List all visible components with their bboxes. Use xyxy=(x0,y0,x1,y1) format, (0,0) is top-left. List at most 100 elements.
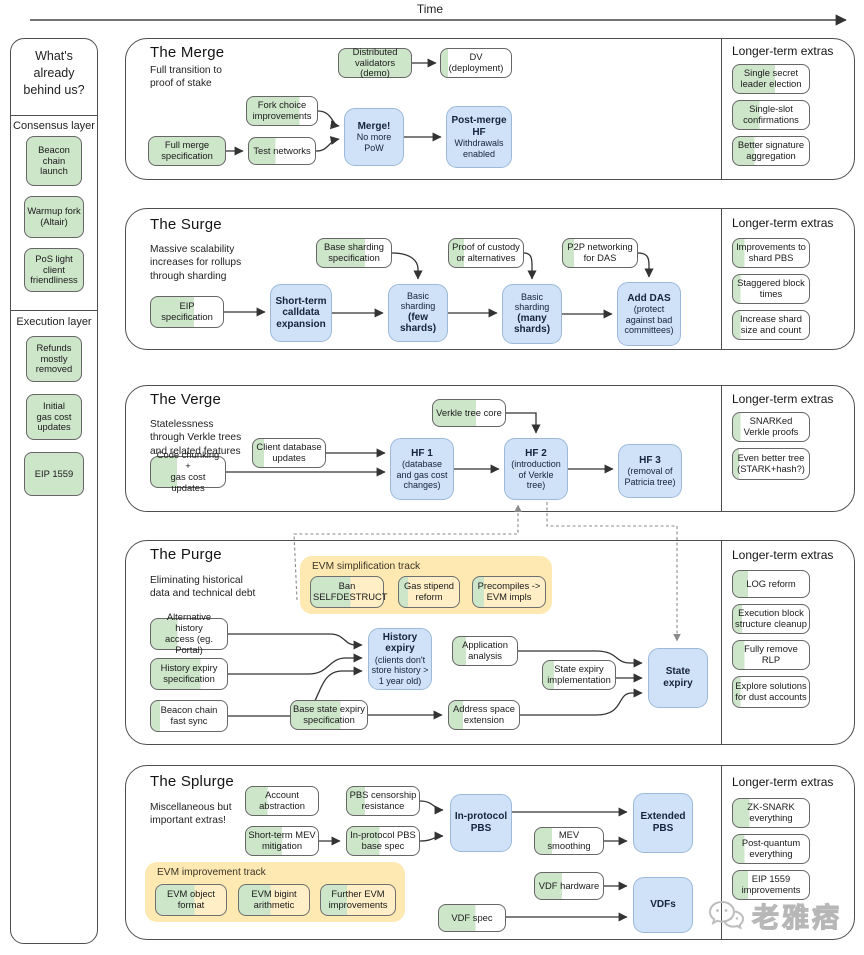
node-line: Better signature xyxy=(737,139,805,151)
node-line: State expiry xyxy=(663,666,693,689)
node-line: Post-quantum xyxy=(741,837,801,849)
node-line: implementation xyxy=(547,674,611,685)
watermark-text: 老雅痞 xyxy=(751,902,842,933)
wechat-icon xyxy=(708,900,745,930)
node-line: (Altair) xyxy=(40,216,68,227)
extras-title-purge: Longer-term extras xyxy=(732,548,834,562)
node-line: improvements xyxy=(252,110,312,121)
node-line: Address space xyxy=(452,703,515,715)
node-line: Application xyxy=(462,639,508,651)
node-line: Distributed xyxy=(352,45,398,57)
node-line: Account xyxy=(265,789,299,801)
node-line: of Verkle xyxy=(518,469,554,480)
node-line: (protect xyxy=(633,304,665,315)
node-state-expiry: State expiry xyxy=(648,648,708,708)
node-line: format xyxy=(177,899,205,910)
extras-divider xyxy=(721,39,723,179)
node-dv-deployment: DV(deployment) xyxy=(440,48,512,78)
node-line: sharding xyxy=(514,302,550,313)
node-line: RLP xyxy=(761,654,781,665)
node-line: SELFDESTRUCT xyxy=(313,591,388,602)
node-line: Single-slot xyxy=(749,103,793,115)
node-line: PBS xyxy=(652,823,674,834)
sidebar-title: What's already behind us? xyxy=(23,49,85,97)
row-title-splurge: The Splurge xyxy=(150,773,234,790)
watermark: 老雅痞 xyxy=(706,896,842,935)
node-code-chunking-gas-cost: Code chunking +gas cost updates xyxy=(150,449,226,493)
node-line: (introduction xyxy=(511,459,561,470)
node-line: LOG reform xyxy=(746,577,796,589)
node-line: sharding xyxy=(400,301,436,312)
node-line: validators (demo) xyxy=(354,56,396,79)
node-line: fast sync xyxy=(170,715,208,726)
node-line: gas cost updates xyxy=(170,471,206,493)
node-line: resistance xyxy=(361,800,405,811)
node-line: History expiry xyxy=(160,662,218,674)
node-line: tree) xyxy=(526,480,546,491)
node-line: times xyxy=(759,288,783,299)
node-line: size and count xyxy=(740,324,802,335)
node-line: Proof of custody xyxy=(452,241,520,253)
node-line: Single secret xyxy=(743,67,799,79)
node-mev-smoothing: MEV smoothing xyxy=(534,827,604,855)
node-line: Patricia tree) xyxy=(624,476,676,487)
node-line: gas cost xyxy=(36,410,72,422)
node-line: PBS xyxy=(470,823,492,834)
node-line: Improvements to xyxy=(736,241,806,253)
node-line: P2P networking xyxy=(567,241,633,253)
node-line: extension xyxy=(463,714,505,725)
node-line: HF 1 xyxy=(411,447,433,459)
node-line: Fully remove xyxy=(744,643,798,655)
node-line: Full merge xyxy=(164,139,210,151)
node-line: State expiry xyxy=(554,663,604,675)
node-line: Post-merge xyxy=(451,114,507,126)
node-line: removed xyxy=(35,363,73,375)
node-line: structure cleanup xyxy=(735,618,807,629)
node-line: Refunds xyxy=(36,341,72,353)
node-line: 1 year old) xyxy=(378,675,422,686)
node-line: In-protocol xyxy=(454,811,508,823)
node-line: EIP 1559 xyxy=(751,873,791,885)
node-line: chain xyxy=(42,154,66,166)
node-precompiles-evm-impls: Precompiles ->EVM impls xyxy=(472,576,546,608)
node-line: updates xyxy=(37,421,71,433)
row-title-merge: The Merge xyxy=(150,44,225,61)
node-line: enabled xyxy=(462,148,496,159)
node-line: (few shards) xyxy=(399,311,437,335)
node-verkle-tree-core: Verkle tree core xyxy=(432,399,506,427)
node-line: PBS censorship xyxy=(349,789,417,801)
node-line: VDF spec xyxy=(451,911,493,923)
node-line: HF 2 xyxy=(525,447,547,459)
node-line: improvements xyxy=(328,899,388,910)
node-line: Alternative history xyxy=(166,611,212,634)
row-subtitle-merge: Full transition to proof of stake xyxy=(150,65,222,90)
extras-title-splurge: Longer-term extras xyxy=(732,775,834,789)
node-line: Explore solutions xyxy=(735,680,807,692)
node-line: (database xyxy=(401,459,443,470)
